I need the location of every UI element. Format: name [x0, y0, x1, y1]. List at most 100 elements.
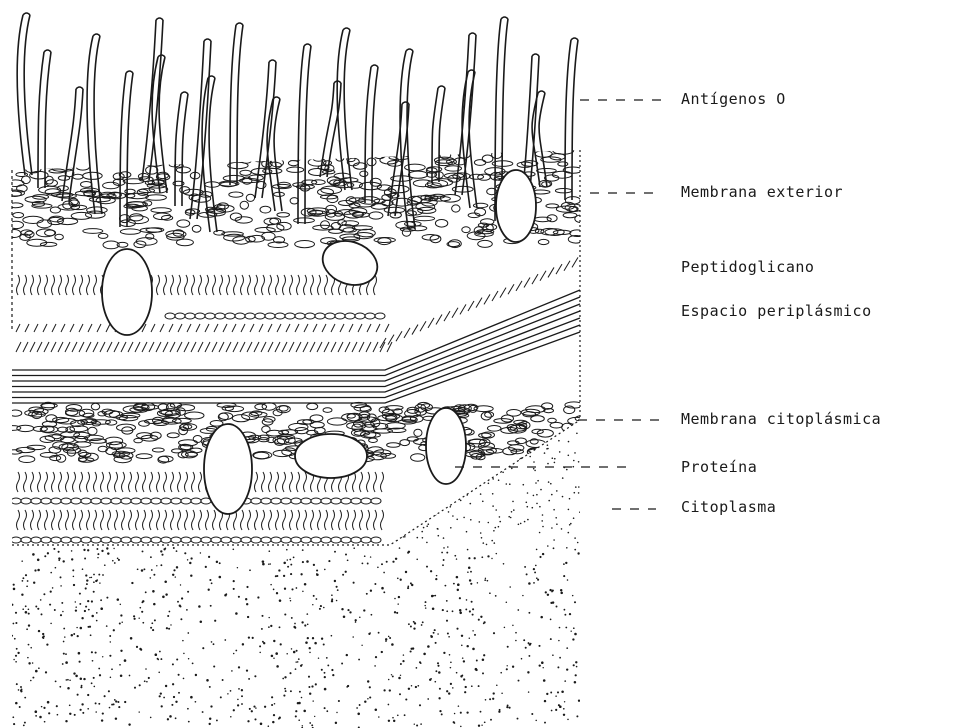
stipple-dot [436, 575, 438, 577]
membrane-granule [192, 195, 211, 202]
stipple-dot [190, 557, 192, 559]
lipid-head [141, 537, 151, 543]
stipple-dot [282, 678, 284, 680]
stipple-dot [345, 571, 347, 573]
stipple-dot [447, 546, 449, 548]
stipple-dot [343, 616, 346, 619]
stipple-dot [58, 557, 60, 559]
stipple-dot [167, 615, 169, 617]
stipple-dot [153, 603, 156, 606]
lipid-head [205, 313, 215, 319]
stipple-dot [443, 652, 445, 654]
stipple-dot [59, 686, 61, 688]
hatch-mark [317, 342, 322, 352]
stipple-dot [513, 509, 515, 511]
stipple-dot [167, 718, 169, 720]
hatch-mark [178, 324, 182, 332]
membrane-granule [98, 233, 108, 238]
membrane-granule [145, 158, 165, 166]
lipid-head [265, 313, 275, 319]
periplasmic-space [12, 257, 580, 403]
stipple-dot [452, 610, 454, 612]
stipple-dot [93, 591, 95, 593]
membrane-granule [570, 444, 589, 451]
stipple-dot [550, 602, 552, 604]
stipple-dot [209, 723, 211, 725]
lipid-tail [31, 472, 34, 492]
hatch-mark [564, 261, 570, 271]
lipid-head [345, 313, 355, 319]
lipid-tail [339, 510, 342, 530]
membrane-granule [287, 167, 304, 172]
membrane-granule [184, 151, 202, 159]
stipple-dot [517, 609, 519, 611]
stipple-dot [421, 519, 423, 521]
stipple-dot [579, 511, 581, 513]
stipple-dot [276, 592, 278, 594]
lipid-tail [360, 472, 363, 492]
stipple-dot [565, 562, 567, 564]
hatch-mark [404, 328, 410, 338]
stipple-dot [82, 568, 84, 570]
stipple-dot [13, 659, 15, 661]
stipple-dot [314, 716, 315, 717]
stipple-dot [211, 582, 213, 584]
stipple-dot [374, 665, 376, 667]
stipple-dot [175, 717, 177, 719]
membrane-granule [530, 453, 549, 461]
stipple-dot [173, 569, 175, 571]
lipid-head [181, 498, 191, 504]
stipple-dot [543, 679, 546, 682]
stipple-dot [326, 710, 328, 712]
stipple-dot [483, 654, 485, 656]
stipple-dot [414, 622, 416, 624]
stipple-dot [527, 519, 529, 521]
stipple-dot [303, 710, 306, 713]
stipple-dot [482, 672, 484, 674]
stipple-dot [301, 621, 303, 623]
stipple-dot [358, 659, 360, 661]
stipple-dot [416, 466, 418, 468]
stipple-dot [89, 626, 91, 628]
lipid-head [161, 537, 171, 543]
stipple-dot [475, 669, 477, 671]
hatch-mark [376, 324, 380, 332]
stipple-dot [183, 653, 185, 655]
hatch-mark [340, 324, 344, 332]
stipple-dot [539, 664, 541, 666]
hatch-mark [142, 342, 147, 352]
membrane-granule [452, 205, 460, 212]
stipple-dot [400, 579, 402, 581]
hatch-mark [30, 342, 35, 352]
stipple-dot [233, 588, 235, 590]
stipple-dot [38, 667, 40, 669]
membrane-granule [369, 212, 383, 219]
stipple-dot [43, 638, 45, 640]
stipple-dot [402, 517, 404, 519]
lipid-head [131, 537, 141, 543]
stipple-dot [187, 632, 189, 634]
stipple-dot [311, 724, 313, 726]
lipid-head [371, 537, 381, 543]
stipple-dot [480, 616, 482, 618]
lipid-head [241, 537, 251, 543]
stipple-dot [574, 633, 577, 636]
stipple-dot [296, 587, 298, 589]
stipple-dot [433, 632, 435, 634]
stipple-dot [434, 681, 436, 683]
stipple-dot [39, 716, 42, 719]
stipple-dot [331, 635, 333, 637]
lipid-head [195, 313, 205, 319]
stipple-dot [99, 674, 101, 676]
stipple-dot [241, 703, 243, 705]
stipple-dot [176, 566, 178, 568]
stipple-dot [407, 496, 409, 498]
stipple-dot [118, 706, 120, 708]
stipple-dot [574, 549, 576, 551]
stipple-dot [578, 492, 580, 494]
membrane-granule [284, 152, 304, 156]
membrane-granule [310, 422, 324, 428]
lipid-head [101, 498, 111, 504]
membrane-granule [54, 148, 67, 153]
